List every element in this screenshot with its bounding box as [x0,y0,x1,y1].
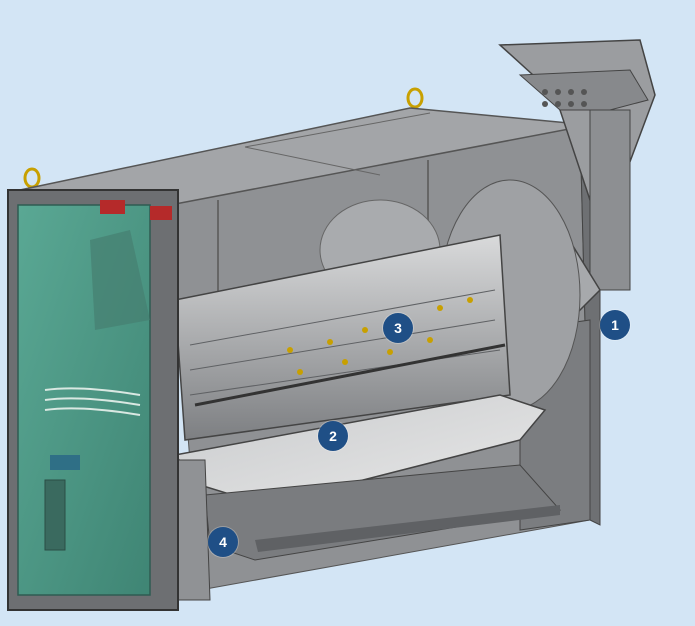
spray-bar [194,343,506,407]
inspection-window-frame [7,189,179,611]
rotating-drum [174,234,511,441]
callout-marker-3: 3 [383,313,413,343]
callout-marker-2: 2 [318,421,348,451]
callout-marker-1: 1 [600,310,630,340]
feed-hopper [498,39,656,291]
lifting-lug-left [23,167,41,189]
lifting-lug-right [406,87,424,109]
support-leg [174,459,211,601]
callout-marker-4: 4 [208,527,238,557]
